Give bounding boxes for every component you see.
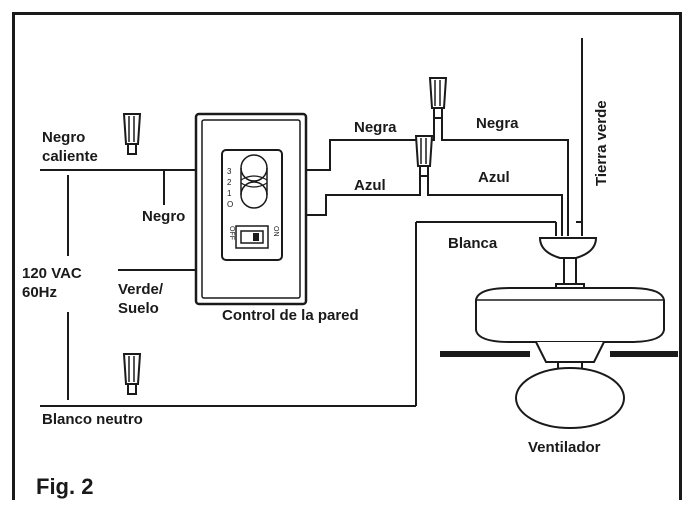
wire-nut-icon <box>123 353 141 395</box>
ceiling-fan <box>440 237 678 429</box>
switch-off-label: OFF <box>228 226 235 240</box>
azul-left-label: Azul <box>354 177 386 194</box>
switch-on-label: ON <box>272 226 279 237</box>
tierra-verde-label: Tierra verde <box>593 100 610 186</box>
control-label: Control de la pared <box>222 307 359 324</box>
wall-control <box>194 112 308 306</box>
speed-mark: O <box>227 200 233 209</box>
verde-suelo-label: Verde/ Suelo <box>118 281 164 317</box>
negra-left-label: Negra <box>354 119 397 136</box>
diagram-frame <box>12 12 682 500</box>
blanca-label: Blanca <box>448 235 498 252</box>
svg-text:3 2 1 O: 3 2 1 O <box>227 167 234 209</box>
speed-mark: 1 <box>227 189 232 198</box>
figure-label: Fig. 2 <box>36 474 94 499</box>
speed-mark: 2 <box>227 178 232 187</box>
wire-nut-icon <box>415 135 433 177</box>
negro-label: Negro <box>142 208 186 225</box>
speed-mark: 3 <box>227 167 232 176</box>
wire-nut-icon <box>123 113 141 155</box>
azul-right-label: Azul <box>478 169 510 186</box>
voltage-label: 120 VAC 60Hz <box>22 265 82 301</box>
ventilador-label: Ventilador <box>528 439 601 456</box>
negra-right-label: Negra <box>476 115 519 132</box>
wire-nut-icon <box>429 77 447 119</box>
negro-caliente-label: Negro caliente <box>42 129 98 165</box>
blanco-neutro-label: Blanco neutro <box>42 411 143 428</box>
